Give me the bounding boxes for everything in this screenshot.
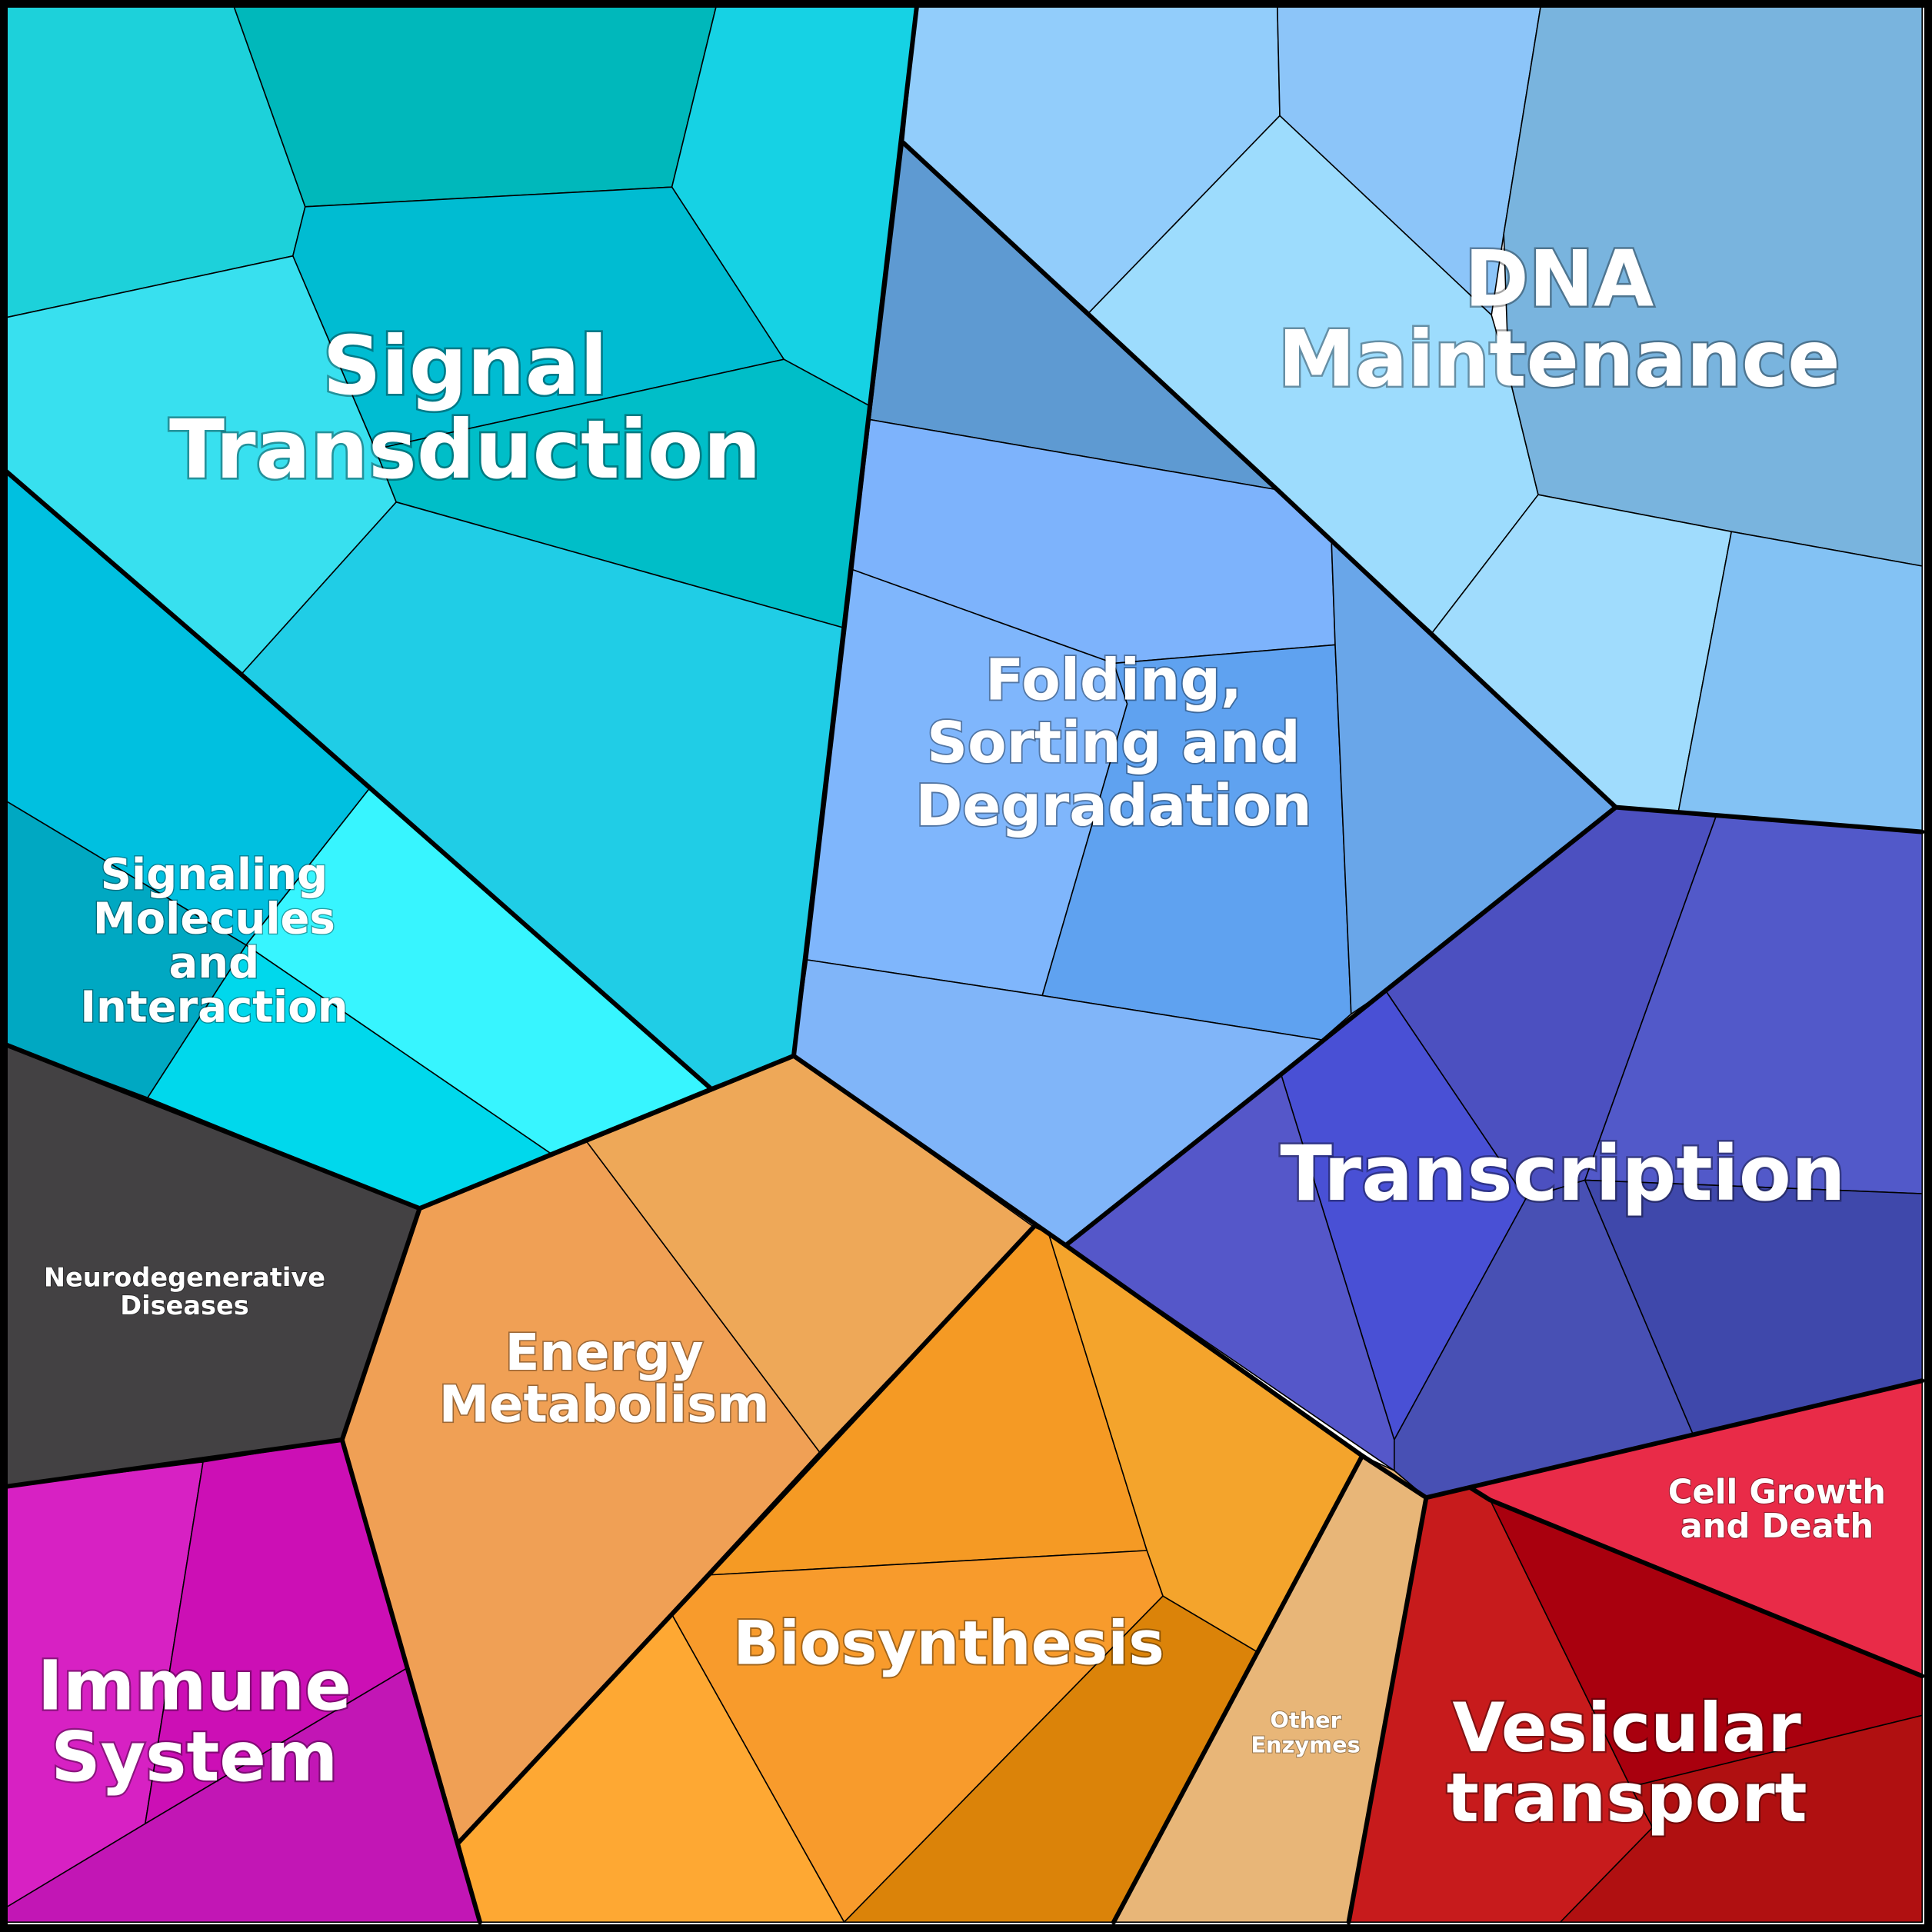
label-signal-line-0: Signal	[323, 318, 608, 413]
label-immune-line-0: Immune	[38, 1647, 351, 1727]
label-signaling-line-2: and	[169, 938, 260, 988]
label-biosynthesis-line-0: Biosynthesis	[733, 1609, 1164, 1679]
cell-vesicular-25	[1560, 1714, 1923, 1923]
label-vesicular-line-1: transport	[1447, 1758, 1807, 1837]
label-cell_growth-line-1: and Death	[1681, 1507, 1874, 1546]
label-signal-line-1: Transduction	[169, 402, 761, 497]
group-border-0	[791, 4, 919, 1058]
label-signaling-line-3: Interaction	[80, 983, 348, 1033]
group-borders-layer	[4, 4, 1925, 1925]
group-border-11	[901, 140, 1618, 810]
label-biosynthesis: Biosynthesis	[733, 1609, 1164, 1679]
label-energy-line-1: Metabolism	[439, 1375, 770, 1434]
label-cell_growth-line-0: Cell Growth	[1668, 1473, 1886, 1511]
label-immune-line-1: System	[51, 1718, 338, 1798]
label-signaling-line-1: Molecules	[93, 894, 335, 944]
label-other_enzymes-line-1: Enzymes	[1251, 1731, 1360, 1757]
group-border-8	[1468, 1485, 1925, 1679]
group-border-3	[339, 1206, 422, 1442]
label-energy-line-0: Energy	[505, 1324, 704, 1382]
group-border-6	[791, 1053, 1365, 1925]
cells-layer	[5, 5, 1923, 1923]
label-neuro-line-0: Neurodegenerative	[44, 1262, 325, 1292]
label-dna-line-1: Maintenance	[1278, 313, 1840, 404]
cell-signal-1	[233, 5, 718, 208]
label-signaling-line-0: Signaling	[101, 850, 328, 900]
label-vesicular-line-0: Vesicular	[1453, 1688, 1802, 1767]
label-folding-line-0: Folding,	[985, 648, 1242, 714]
group-border-5	[456, 1224, 1036, 1845]
group-border-4	[4, 1437, 482, 1925]
label-dna-line-0: DNA	[1464, 233, 1654, 324]
label-neuro-line-1: Diseases	[120, 1291, 249, 1321]
group-border-10	[1063, 804, 1925, 1248]
label-other_enzymes-line-0: Other	[1270, 1707, 1341, 1733]
group-border-1	[4, 468, 713, 1091]
label-transcription-line-0: Transcription	[1280, 1130, 1845, 1218]
label-transcription: Transcription	[1280, 1130, 1845, 1218]
label-folding-line-2: Degradation	[915, 774, 1311, 839]
group-border-9	[1360, 1453, 1429, 1501]
label-folding-line-1: Sorting and	[927, 711, 1301, 776]
